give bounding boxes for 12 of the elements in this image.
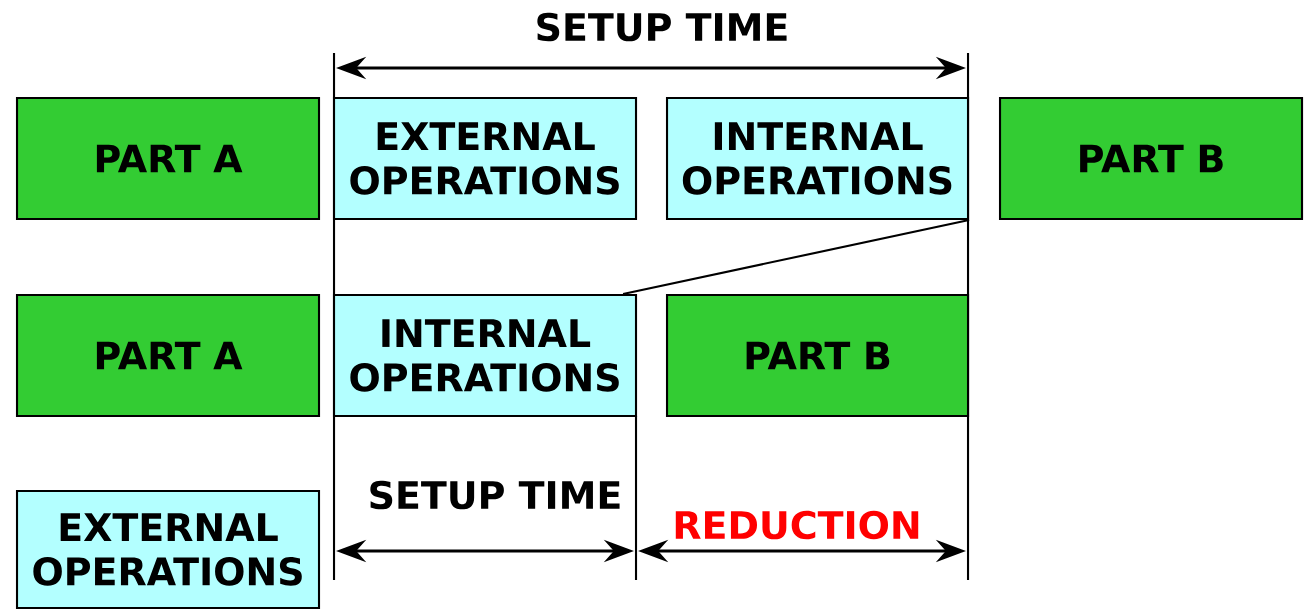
part-box: PART A xyxy=(15,293,321,418)
operations-box: INTERNAL OPERATIONS xyxy=(332,293,638,418)
part-box: PART B xyxy=(665,293,970,418)
part-box: PART B xyxy=(998,96,1304,221)
dimension-label: REDUCTION xyxy=(675,510,919,540)
operations-box: INTERNAL OPERATIONS xyxy=(665,96,970,221)
operations-box: EXTERNAL OPERATIONS xyxy=(332,96,638,221)
operations-box: EXTERNAL OPERATIONS xyxy=(15,489,321,609)
connector-line xyxy=(622,219,970,295)
dimension-label: SETUP TIME xyxy=(370,480,620,510)
part-box: PART A xyxy=(15,96,321,221)
title: SETUP TIME xyxy=(537,12,787,42)
